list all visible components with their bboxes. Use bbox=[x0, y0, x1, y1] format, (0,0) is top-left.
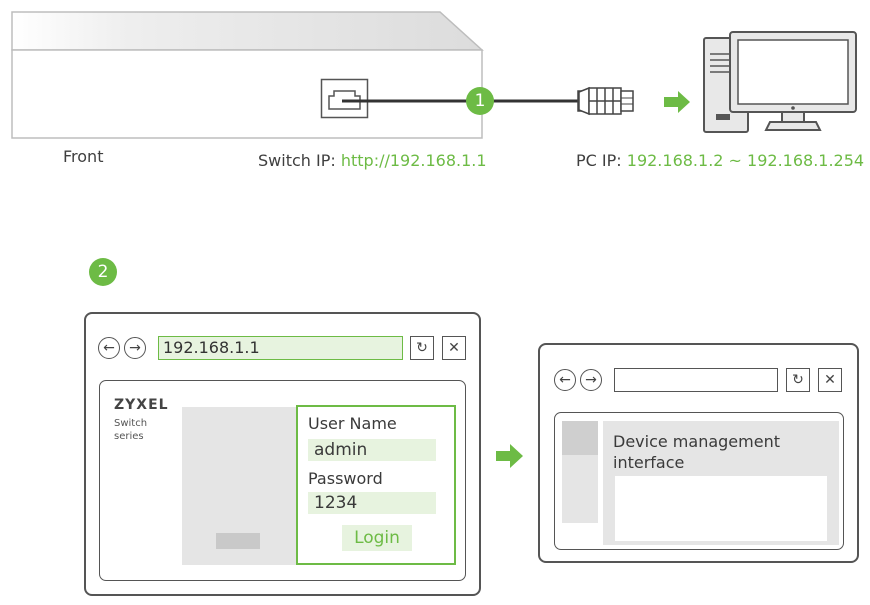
pc-ip-label: PC IP: bbox=[576, 151, 622, 170]
arrow-right-icon bbox=[664, 91, 690, 113]
placeholder-image bbox=[182, 407, 298, 565]
switch-ip-value: http://192.168.1.1 bbox=[340, 151, 487, 170]
forward-icon[interactable]: → bbox=[580, 369, 602, 391]
switch-ip-caption: Switch IP: http://192.168.1.1 bbox=[258, 151, 487, 170]
desktop-pc-icon bbox=[703, 31, 857, 133]
login-page: ZYXEL Switch series User Name admin Pass… bbox=[99, 380, 466, 581]
placeholder-block bbox=[216, 533, 260, 549]
ethernet-plug-icon bbox=[578, 86, 634, 116]
username-field[interactable]: admin bbox=[308, 439, 436, 461]
back-icon[interactable]: ← bbox=[98, 337, 120, 359]
username-label: User Name bbox=[308, 414, 397, 433]
forward-icon[interactable]: → bbox=[124, 337, 146, 359]
switch-device-icon bbox=[11, 11, 484, 139]
switch-ip-label: Switch IP: bbox=[258, 151, 336, 170]
address-bar[interactable]: 192.168.1.1 bbox=[158, 336, 403, 360]
rj45-port-icon bbox=[320, 78, 369, 119]
management-heading-line1: Device management bbox=[613, 432, 780, 451]
management-page: Device management interface bbox=[554, 412, 844, 550]
management-heading-line2: interface bbox=[613, 453, 685, 472]
step-2-badge: 2 bbox=[89, 258, 117, 286]
management-browser-window: ← → ↻ ✕ Device management interface bbox=[538, 343, 859, 563]
management-heading: Device management interface bbox=[613, 431, 780, 473]
close-icon[interactable]: ✕ bbox=[442, 336, 466, 360]
address-bar[interactable] bbox=[614, 368, 778, 392]
front-label: Front bbox=[63, 147, 104, 166]
brand-subtitle-1: Switch bbox=[114, 418, 148, 429]
brand-subtitle-2: series bbox=[114, 431, 144, 442]
password-label: Password bbox=[308, 469, 383, 488]
password-field[interactable]: 1234 bbox=[308, 492, 436, 514]
close-icon[interactable]: ✕ bbox=[818, 368, 842, 392]
refresh-icon[interactable]: ↻ bbox=[410, 336, 434, 360]
pc-ip-value: 192.168.1.2 ~ 192.168.1.254 bbox=[626, 151, 865, 170]
side-menu-item[interactable] bbox=[562, 421, 598, 455]
arrow-right-icon bbox=[496, 444, 523, 468]
pc-ip-caption: PC IP: 192.168.1.2 ~ 192.168.1.254 bbox=[576, 151, 864, 170]
side-menu bbox=[562, 421, 598, 523]
step-1-badge: 1 bbox=[466, 87, 494, 115]
back-icon[interactable]: ← bbox=[554, 369, 576, 391]
content-panel bbox=[615, 476, 827, 541]
content-area: Device management interface bbox=[603, 421, 839, 545]
login-form: User Name admin Password 1234 Login bbox=[296, 405, 456, 565]
zyxel-logo: ZYXEL bbox=[114, 397, 169, 413]
login-browser-window: ← → 192.168.1.1 ↻ ✕ ZYXEL Switch series … bbox=[84, 312, 481, 596]
login-button[interactable]: Login bbox=[342, 525, 412, 551]
refresh-icon[interactable]: ↻ bbox=[786, 368, 810, 392]
